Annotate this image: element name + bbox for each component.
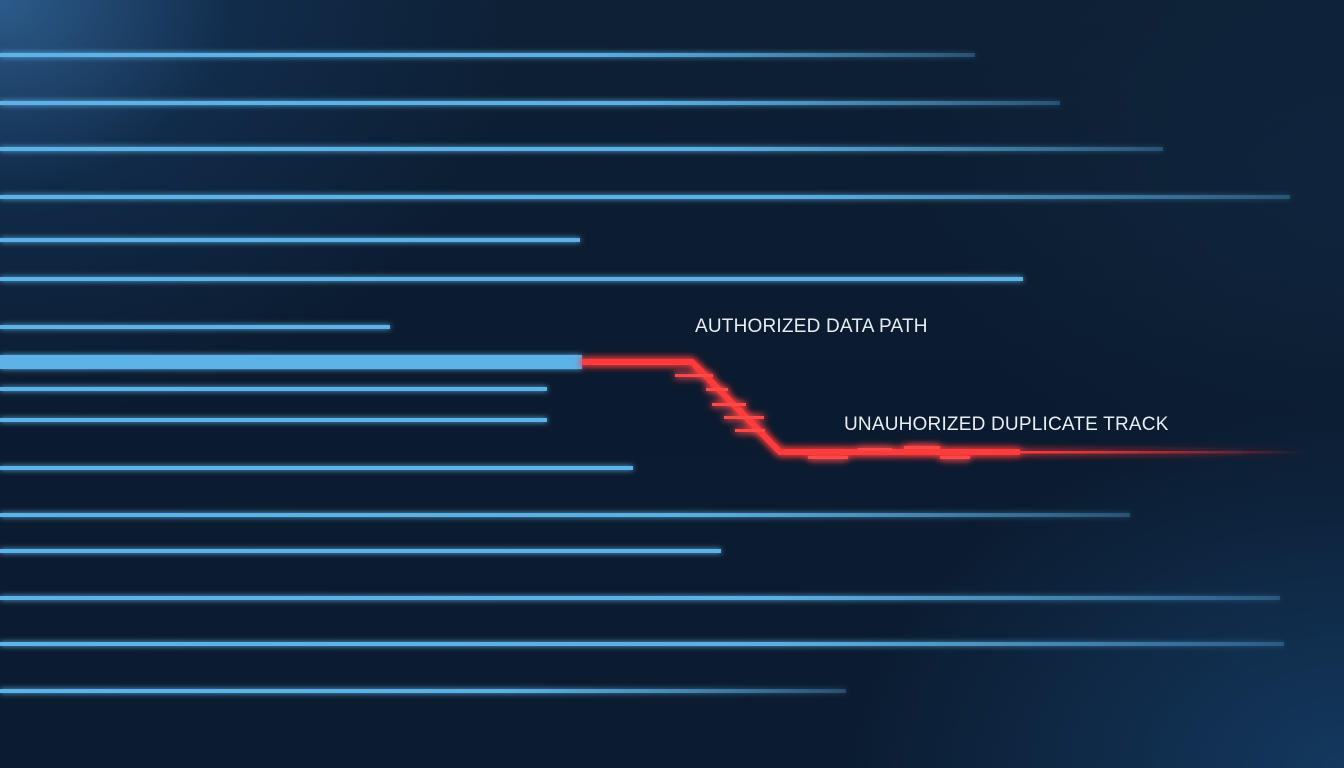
data-line [0, 513, 1130, 517]
data-line [0, 549, 721, 553]
data-line [0, 53, 975, 57]
unauthorized-track [582, 359, 1308, 459]
unauthorized-duplicate-track-label: UNAUHORIZED DUPLICATE TRACK [844, 414, 1169, 435]
authorized-data-path-line [0, 355, 582, 369]
data-line [0, 387, 547, 391]
data-line [0, 277, 1023, 281]
data-line [0, 147, 1163, 151]
data-line [0, 418, 547, 422]
data-line [0, 642, 1284, 646]
data-line [0, 101, 1060, 105]
data-line [0, 238, 580, 242]
data-line [0, 466, 633, 470]
data-line [0, 325, 390, 329]
data-line [0, 689, 846, 693]
authorized-data-path-label: AUTHORIZED DATA PATH [695, 316, 928, 337]
data-line [0, 195, 1290, 199]
data-line [0, 596, 1280, 600]
